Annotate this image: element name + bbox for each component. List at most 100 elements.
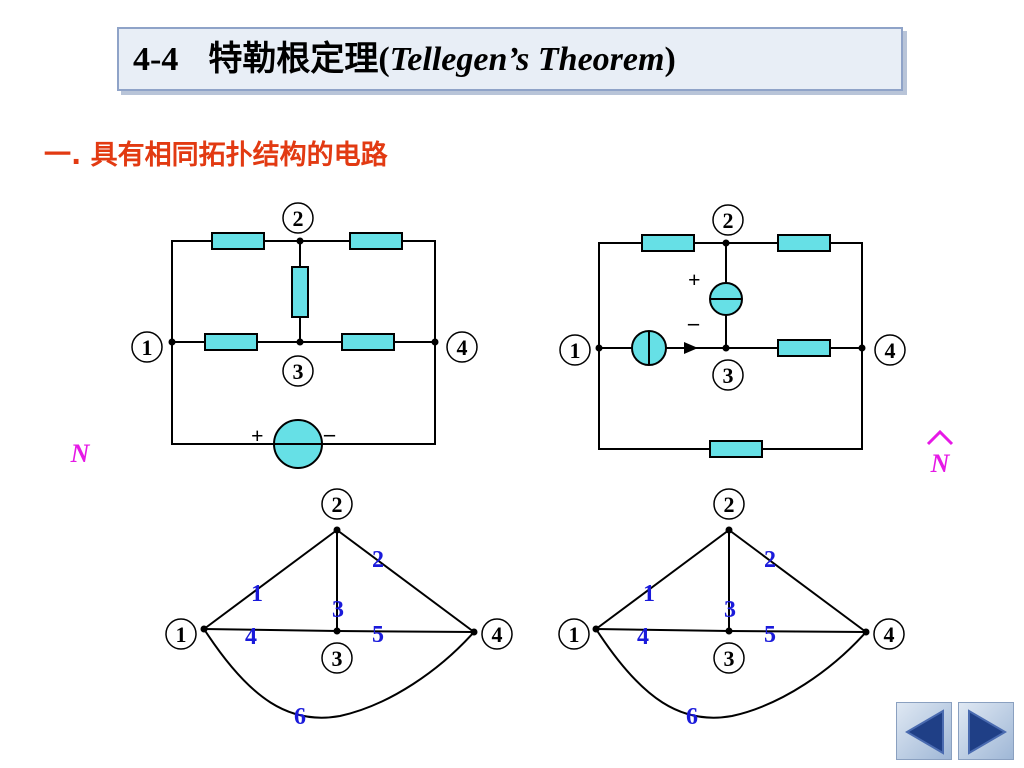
- source-plus-nhat: +: [688, 267, 701, 292]
- circuit-nhat-node-1: [595, 344, 603, 352]
- graph-nhat-label-1: 1: [569, 622, 580, 647]
- graph-nhat-branch-6: [595, 628, 867, 719]
- node-circle-nhat-4: [874, 334, 906, 366]
- node-label-n-3: 3: [293, 359, 304, 384]
- resistor-n-top-right: [349, 232, 403, 250]
- graph-n-branch-4: [203, 628, 338, 632]
- node-circle-n-4: [446, 331, 478, 363]
- circuit-nhat-node-2: [722, 239, 730, 247]
- resistor-nhat-top-right: [777, 234, 831, 252]
- graph-nhat-branch-5: [728, 630, 867, 633]
- graph-n-branch-6: [203, 628, 475, 719]
- node-circle-nhat-2: [712, 204, 744, 236]
- graph-nhat-branch-1: [595, 529, 730, 630]
- graph-nhat-branch-4: [595, 628, 730, 632]
- node-label-nhat-4: 4: [885, 338, 896, 363]
- graph-nhat-node-3: [725, 627, 733, 635]
- graph-n-label-4: 4: [492, 622, 503, 647]
- resistor-n-top-left: [211, 232, 265, 250]
- graph-nhat-circle-3: [713, 642, 745, 674]
- title-close-paren: ): [664, 41, 676, 78]
- resistor-nhat-top-left: [641, 234, 695, 252]
- graph-n-branch-label-2: 2: [372, 547, 384, 573]
- node-label-nhat-3: 3: [723, 363, 734, 388]
- circuit-n-node-1: [168, 338, 176, 346]
- source-plus-n: +: [251, 423, 264, 448]
- graph-nhat-label-2: 2: [724, 492, 735, 517]
- graph-n-label-2: 2: [332, 492, 343, 517]
- slide-navigation: [896, 702, 1016, 762]
- graph-nhat-branch-label-3: 3: [724, 597, 736, 623]
- triangle-right-icon: [968, 709, 1007, 755]
- graph-n-circle-1: [165, 618, 197, 650]
- graph-nhat-node-2: [725, 526, 733, 534]
- node-circle-nhat-3: [712, 359, 744, 391]
- node-label-n-1: 1: [142, 335, 153, 360]
- circuit-n-node-4: [431, 338, 439, 346]
- title-box: 4-4 特勒根定理(Tellegen’s Theorem): [117, 27, 903, 91]
- graph-n-label-1: 1: [176, 622, 187, 647]
- graph-nhat: [595, 529, 867, 719]
- graph-n-node-4: [470, 628, 478, 636]
- graph-nhat-branch-label-1: 1: [643, 581, 655, 607]
- circuit-nhat-node-4: [858, 344, 866, 352]
- source-minus-nhat: –: [687, 310, 700, 335]
- node-circle-nhat-1: [559, 334, 591, 366]
- graph-nhat-branch-label-5: 5: [764, 622, 776, 648]
- network-label-n: N: [70, 439, 91, 468]
- graph-n-node-1: [200, 625, 208, 633]
- resistor-n-vertical: [291, 266, 309, 318]
- resistor-n-center-right: [341, 333, 395, 351]
- graph-nhat-branch-label-6: 6: [686, 704, 698, 730]
- graph-n-branch-1: [203, 529, 338, 630]
- graph-n-branch-label-4: 4: [245, 624, 257, 650]
- graph-n-circle-2: [321, 488, 353, 520]
- graph-n-branch-label-6: 6: [294, 704, 306, 730]
- title-chinese: 特勒根定理: [208, 39, 379, 79]
- graph-n-label-3: 3: [332, 646, 343, 671]
- graph-nhat-label-3: 3: [724, 646, 735, 671]
- title-number: 4-4: [133, 41, 179, 78]
- graph-n-branch-label-5: 5: [372, 622, 384, 648]
- next-slide-button[interactable]: [958, 702, 1014, 760]
- graph-n-circle-4: [481, 618, 513, 650]
- triangle-left-icon: [905, 709, 944, 755]
- graph-nhat-branch-label-4: 4: [637, 624, 649, 650]
- node-circle-n-1: [131, 331, 163, 363]
- graph-nhat-node-4: [862, 628, 870, 636]
- circuit-nhat-node-3: [722, 344, 730, 352]
- circuit-nhat-top-wire: [598, 242, 863, 348]
- slide-title: 4-4 特勒根定理(Tellegen’s Theorem): [133, 39, 676, 80]
- current-arrow-icon: [684, 342, 698, 354]
- node-label-n-2: 2: [293, 206, 304, 231]
- graph-nhat-branch-label-2: 2: [764, 547, 776, 573]
- graph-nhat-circle-4: [873, 618, 905, 650]
- graph-n: [203, 529, 475, 719]
- resistor-nhat-bottom: [709, 440, 763, 458]
- resistor-nhat-center-right: [777, 339, 831, 357]
- previous-slide-button[interactable]: [896, 702, 952, 760]
- circuit-n-node-2: [296, 237, 304, 245]
- resistor-n-center-left: [204, 333, 258, 351]
- graph-nhat-circle-2: [713, 488, 745, 520]
- node-circle-n-2: [282, 202, 314, 234]
- graph-nhat-branch-2: [728, 529, 867, 633]
- title-english: Tellegen’s Theorem: [389, 41, 665, 78]
- graph-n-circle-3: [321, 642, 353, 674]
- graph-n-node-2: [333, 526, 341, 534]
- graph-nhat-circle-1: [558, 618, 590, 650]
- network-label-nhat: N: [930, 449, 951, 478]
- source-minus-n: –: [323, 421, 336, 446]
- graph-n-branch-label-3: 3: [332, 597, 344, 623]
- graph-nhat-node-1: [592, 625, 600, 633]
- graph-n-node-3: [333, 627, 341, 635]
- graph-n-branch-label-1: 1: [251, 581, 263, 607]
- graph-n-branch-5: [336, 630, 475, 633]
- node-label-n-4: 4: [457, 335, 468, 360]
- circuit-n-node-3: [296, 338, 304, 346]
- title-open-paren: (: [378, 41, 390, 78]
- section-heading: 一. 具有相同拓扑结构的电路: [44, 140, 388, 171]
- node-circle-n-3: [282, 355, 314, 387]
- node-label-nhat-2: 2: [723, 208, 734, 233]
